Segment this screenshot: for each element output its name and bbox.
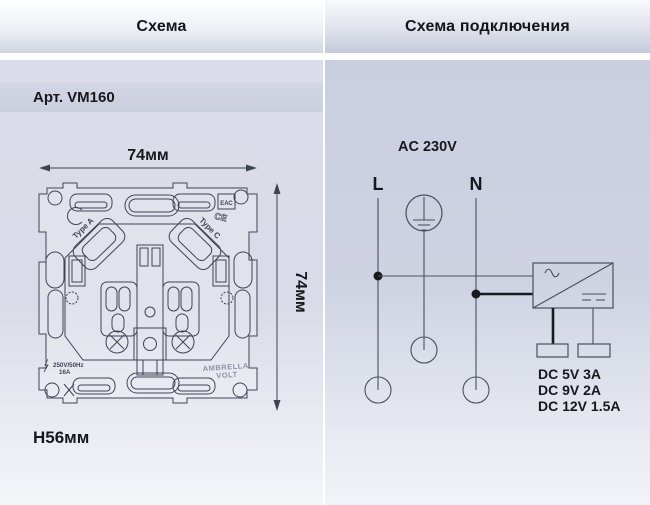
depth-dimension-label: H56мм [33,428,90,447]
neutral-label: N [470,174,483,194]
neutral-terminal-circle [462,376,490,404]
screw-left-icon [105,330,129,354]
live-wire [364,198,533,404]
acdc-converter [532,262,614,309]
wiring-diagram: AC 230V L N [364,139,620,414]
inner-frame [64,223,230,361]
tab-connection-label: Схема подключения [405,18,570,35]
rating-label: 250V/50Hz [53,362,84,369]
arrow-left-icon [39,164,50,172]
arrow-right-icon [246,164,257,172]
mounting-plate-outline [38,182,258,404]
height-dimension: 74мм [273,183,309,411]
bottom-slots [72,372,216,395]
dc-output-3: DC 12V 1.5A [538,398,620,414]
ce-mark-label: CE [213,211,228,224]
certification-marks: ЕАС CE [213,193,236,224]
lightning-icon [43,358,49,373]
usb-type-c-port [168,217,222,271]
device-technical-drawing: 74мм 74мм [38,147,309,411]
rating-block: 250V/50Hz 16A [43,358,84,397]
dc-output-ratings: DC 5V 3A DC 9V 2A DC 12V 1.5A [538,366,620,414]
usb-port-a [536,343,569,358]
brand-top-label: AMBRELLA [202,361,249,373]
screw-right-icon [171,330,195,354]
usb-type-a-port [72,217,126,271]
arrow-down-icon [273,400,281,411]
tab-schema-label: Схема [136,18,187,35]
eac-mark-label: ЕАС [220,201,233,207]
earth-wire [410,231,438,364]
tab-connection-schema: Схема подключения [325,0,650,53]
usb-output-ports [536,308,611,358]
live-label: L [373,174,384,194]
dc-output-1: DC 5V 3A [538,366,601,382]
central-mechanism [65,244,234,376]
live-terminal-circle [364,376,392,404]
top-slots [69,193,216,217]
current-label: 16A [59,369,71,376]
earth-symbol-icon [405,194,443,232]
arrow-up-icon [273,183,281,194]
article-label: Арт. VM160 [0,83,323,112]
brand-bottom-label: VOLT [216,370,238,380]
dc-symbol-icon [582,293,606,301]
side-clamps [45,251,253,339]
usb-port-c [577,343,611,358]
schema-panel: Арт. VM160 74мм 74мм [0,60,323,505]
gear-left-icon [65,291,79,305]
ac-input-label: AC 230V [398,139,457,155]
tab-schema: Схема [0,0,323,53]
height-dimension-label: 74мм [292,271,309,312]
neutral-wire [462,198,533,404]
brand-block: AMBRELLA VOLT [202,361,249,380]
connection-panel: AC 230V L N [325,60,650,505]
width-dimension-label: 74мм [127,147,168,164]
ac-wave-icon [544,268,560,278]
dc-output-2: DC 9V 2A [538,382,601,398]
gear-right-icon [220,291,234,305]
width-dimension: 74мм [39,147,257,172]
earth-terminal-circle [410,336,438,364]
